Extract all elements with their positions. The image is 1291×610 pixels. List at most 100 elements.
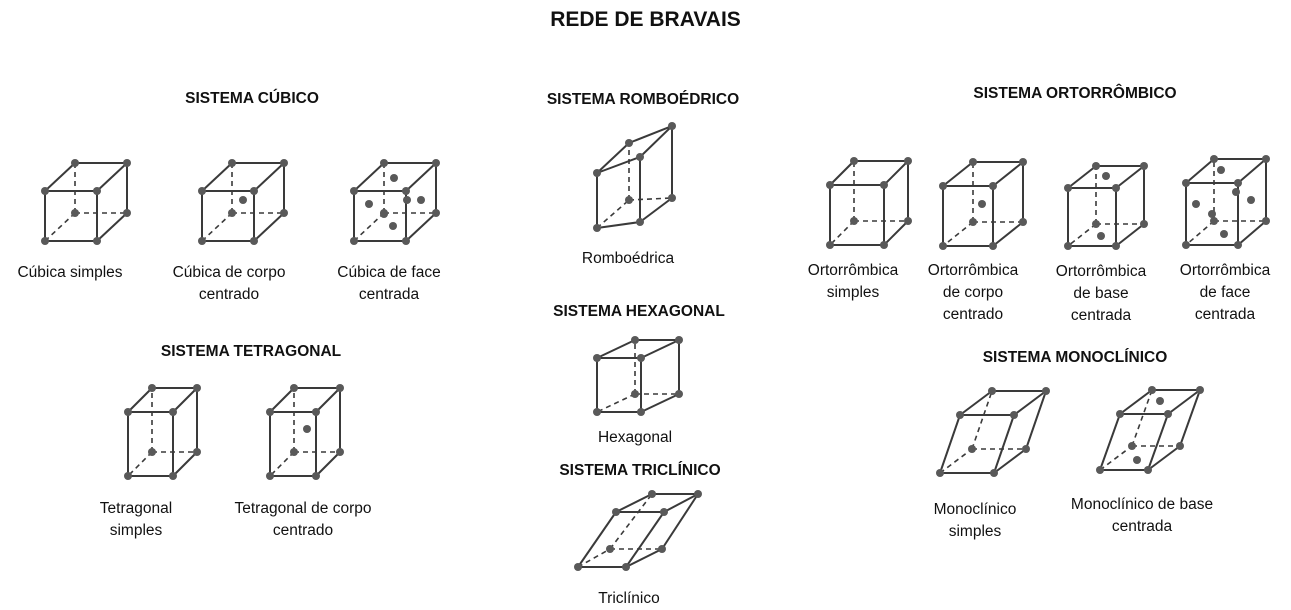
cubica-face-atom: [389, 222, 397, 230]
heading-sistema-tetragonal: SISTEMA TETRAGONAL: [160, 343, 342, 360]
caption-line: Romboédrica: [581, 250, 675, 267]
mono-base-atom: [1116, 410, 1124, 418]
caption-line: simples: [109, 522, 163, 539]
triclinico-atom: [622, 563, 630, 571]
cubica-simples-edge: [44, 212, 76, 242]
cubica-face-atom: [403, 196, 411, 204]
orto-corpo-atom: [989, 242, 997, 250]
cubica-face-edge: [405, 162, 437, 192]
orto-corpo-edge: [942, 221, 974, 247]
tetragonal-corpo-atom: [266, 472, 274, 480]
caption-monoclinico-simples: Monoclínico simples: [934, 499, 1017, 543]
orto-corpo-atom: [939, 182, 947, 190]
mono-base-edge: [1131, 389, 1153, 447]
caption-romboedrica: Romboédrica: [582, 248, 674, 270]
caption-cubica-face-centrada: Cúbica de face centrada: [337, 262, 440, 306]
mono-simples-edge: [939, 448, 973, 474]
caption-line: centrada: [1111, 518, 1173, 535]
caption-line: Ortorrômbica: [1179, 262, 1271, 279]
romboedrica-atom: [593, 224, 601, 232]
tetragonal-corpo-edge: [315, 387, 341, 413]
caption-line: Tetragonal: [99, 500, 173, 517]
caption-ortorrombica-simples: Ortorrômbica simples: [808, 260, 898, 304]
mono-base-edge: [1099, 413, 1121, 471]
orto-face-edge: [1237, 158, 1267, 184]
tetragonal-corpo-atom: [290, 448, 298, 456]
cubica-face-edge: [405, 212, 437, 242]
triclinico-atom: [660, 508, 668, 516]
orto-face-atom: [1192, 200, 1200, 208]
mono-base-atom: [1176, 442, 1184, 450]
cubica-simples-atom: [93, 187, 101, 195]
orto-face-atom: [1262, 155, 1270, 163]
caption-line: de face: [1199, 284, 1251, 301]
mono-simples-atom: [988, 387, 996, 395]
tetragonal-simples-edge: [172, 451, 198, 477]
cubica-face-atom: [432, 209, 440, 217]
mono-simples-edge: [993, 448, 1027, 474]
tetragonal-corpo-atom: [336, 384, 344, 392]
cubica-face-atom: [380, 159, 388, 167]
tetragonal-simples-atom: [169, 408, 177, 416]
caption-line: Hexagonal: [597, 429, 673, 446]
orto-face-atom: [1210, 155, 1218, 163]
romboedrica-edge: [596, 199, 630, 229]
caption-line: centrado: [198, 286, 260, 303]
romboedrica-edge: [628, 197, 673, 201]
mono-simples-edge: [939, 414, 961, 474]
hexagonal-atom: [593, 408, 601, 416]
cubica-simples-atom: [41, 237, 49, 245]
orto-corpo-atom: [1019, 158, 1027, 166]
cubica-corpo-atom: [280, 209, 288, 217]
hexagonal-edge: [640, 393, 680, 413]
romboedrica-edge: [596, 221, 641, 229]
caption-tetragonal-corpo-centrado: Tetragonal de corpo centrado: [234, 498, 371, 542]
triclinico-edge: [625, 548, 663, 568]
romboedrica-edge: [628, 125, 673, 144]
mono-simples-atom: [968, 445, 976, 453]
triclinico-edge: [661, 493, 699, 550]
caption-line: Ortorrômbica: [1055, 263, 1147, 280]
triclinico-atom: [612, 508, 620, 516]
mono-simples-atom: [936, 469, 944, 477]
caption-line: Tetragonal de corpo: [234, 500, 372, 517]
caption-line: centrado: [272, 522, 334, 539]
cubica-corpo-atom: [228, 159, 236, 167]
cubica-simples-atom: [93, 237, 101, 245]
caption-monoclinico-base-centrada: Monoclínico de base centrada: [1071, 494, 1213, 538]
cubica-corpo-edge: [253, 162, 285, 192]
orto-simples-atom: [904, 217, 912, 225]
triclinico-atom: [606, 545, 614, 553]
romboedrica-atom: [625, 196, 633, 204]
orto-simples-atom: [880, 181, 888, 189]
cubica-face-atom: [350, 237, 358, 245]
cubica-simples-atom: [41, 187, 49, 195]
mono-base-atom: [1196, 386, 1204, 394]
orto-face-atom: [1234, 241, 1242, 249]
cubica-corpo-atom: [239, 196, 247, 204]
orto-face-atom: [1210, 217, 1218, 225]
cubica-corpo-atom: [198, 237, 206, 245]
triclinico-atom: [574, 563, 582, 571]
tetragonal-simples-atom: [148, 384, 156, 392]
orto-face-edge: [1237, 220, 1267, 246]
mono-base-atom: [1133, 456, 1141, 464]
mono-base-edge: [1147, 413, 1169, 471]
orto-base-atom: [1140, 220, 1148, 228]
hexagonal-edge: [596, 339, 636, 359]
orto-corpo-atom: [969, 158, 977, 166]
triclinico-edge: [663, 493, 699, 513]
caption-line: centrado: [942, 306, 1004, 323]
orto-simples-atom: [850, 217, 858, 225]
mono-base-atom: [1128, 442, 1136, 450]
caption-line: centrada: [1194, 306, 1256, 323]
mono-base-edge: [1099, 445, 1133, 471]
orto-simples-edge: [829, 160, 855, 186]
tetragonal-corpo-edge: [269, 387, 295, 413]
mono-simples-edge: [1013, 390, 1047, 416]
caption-line: Cúbica de corpo: [172, 264, 286, 281]
cubica-face-atom: [380, 210, 388, 218]
hexagonal-atom: [675, 390, 683, 398]
caption-hexagonal: Hexagonal: [598, 427, 672, 449]
